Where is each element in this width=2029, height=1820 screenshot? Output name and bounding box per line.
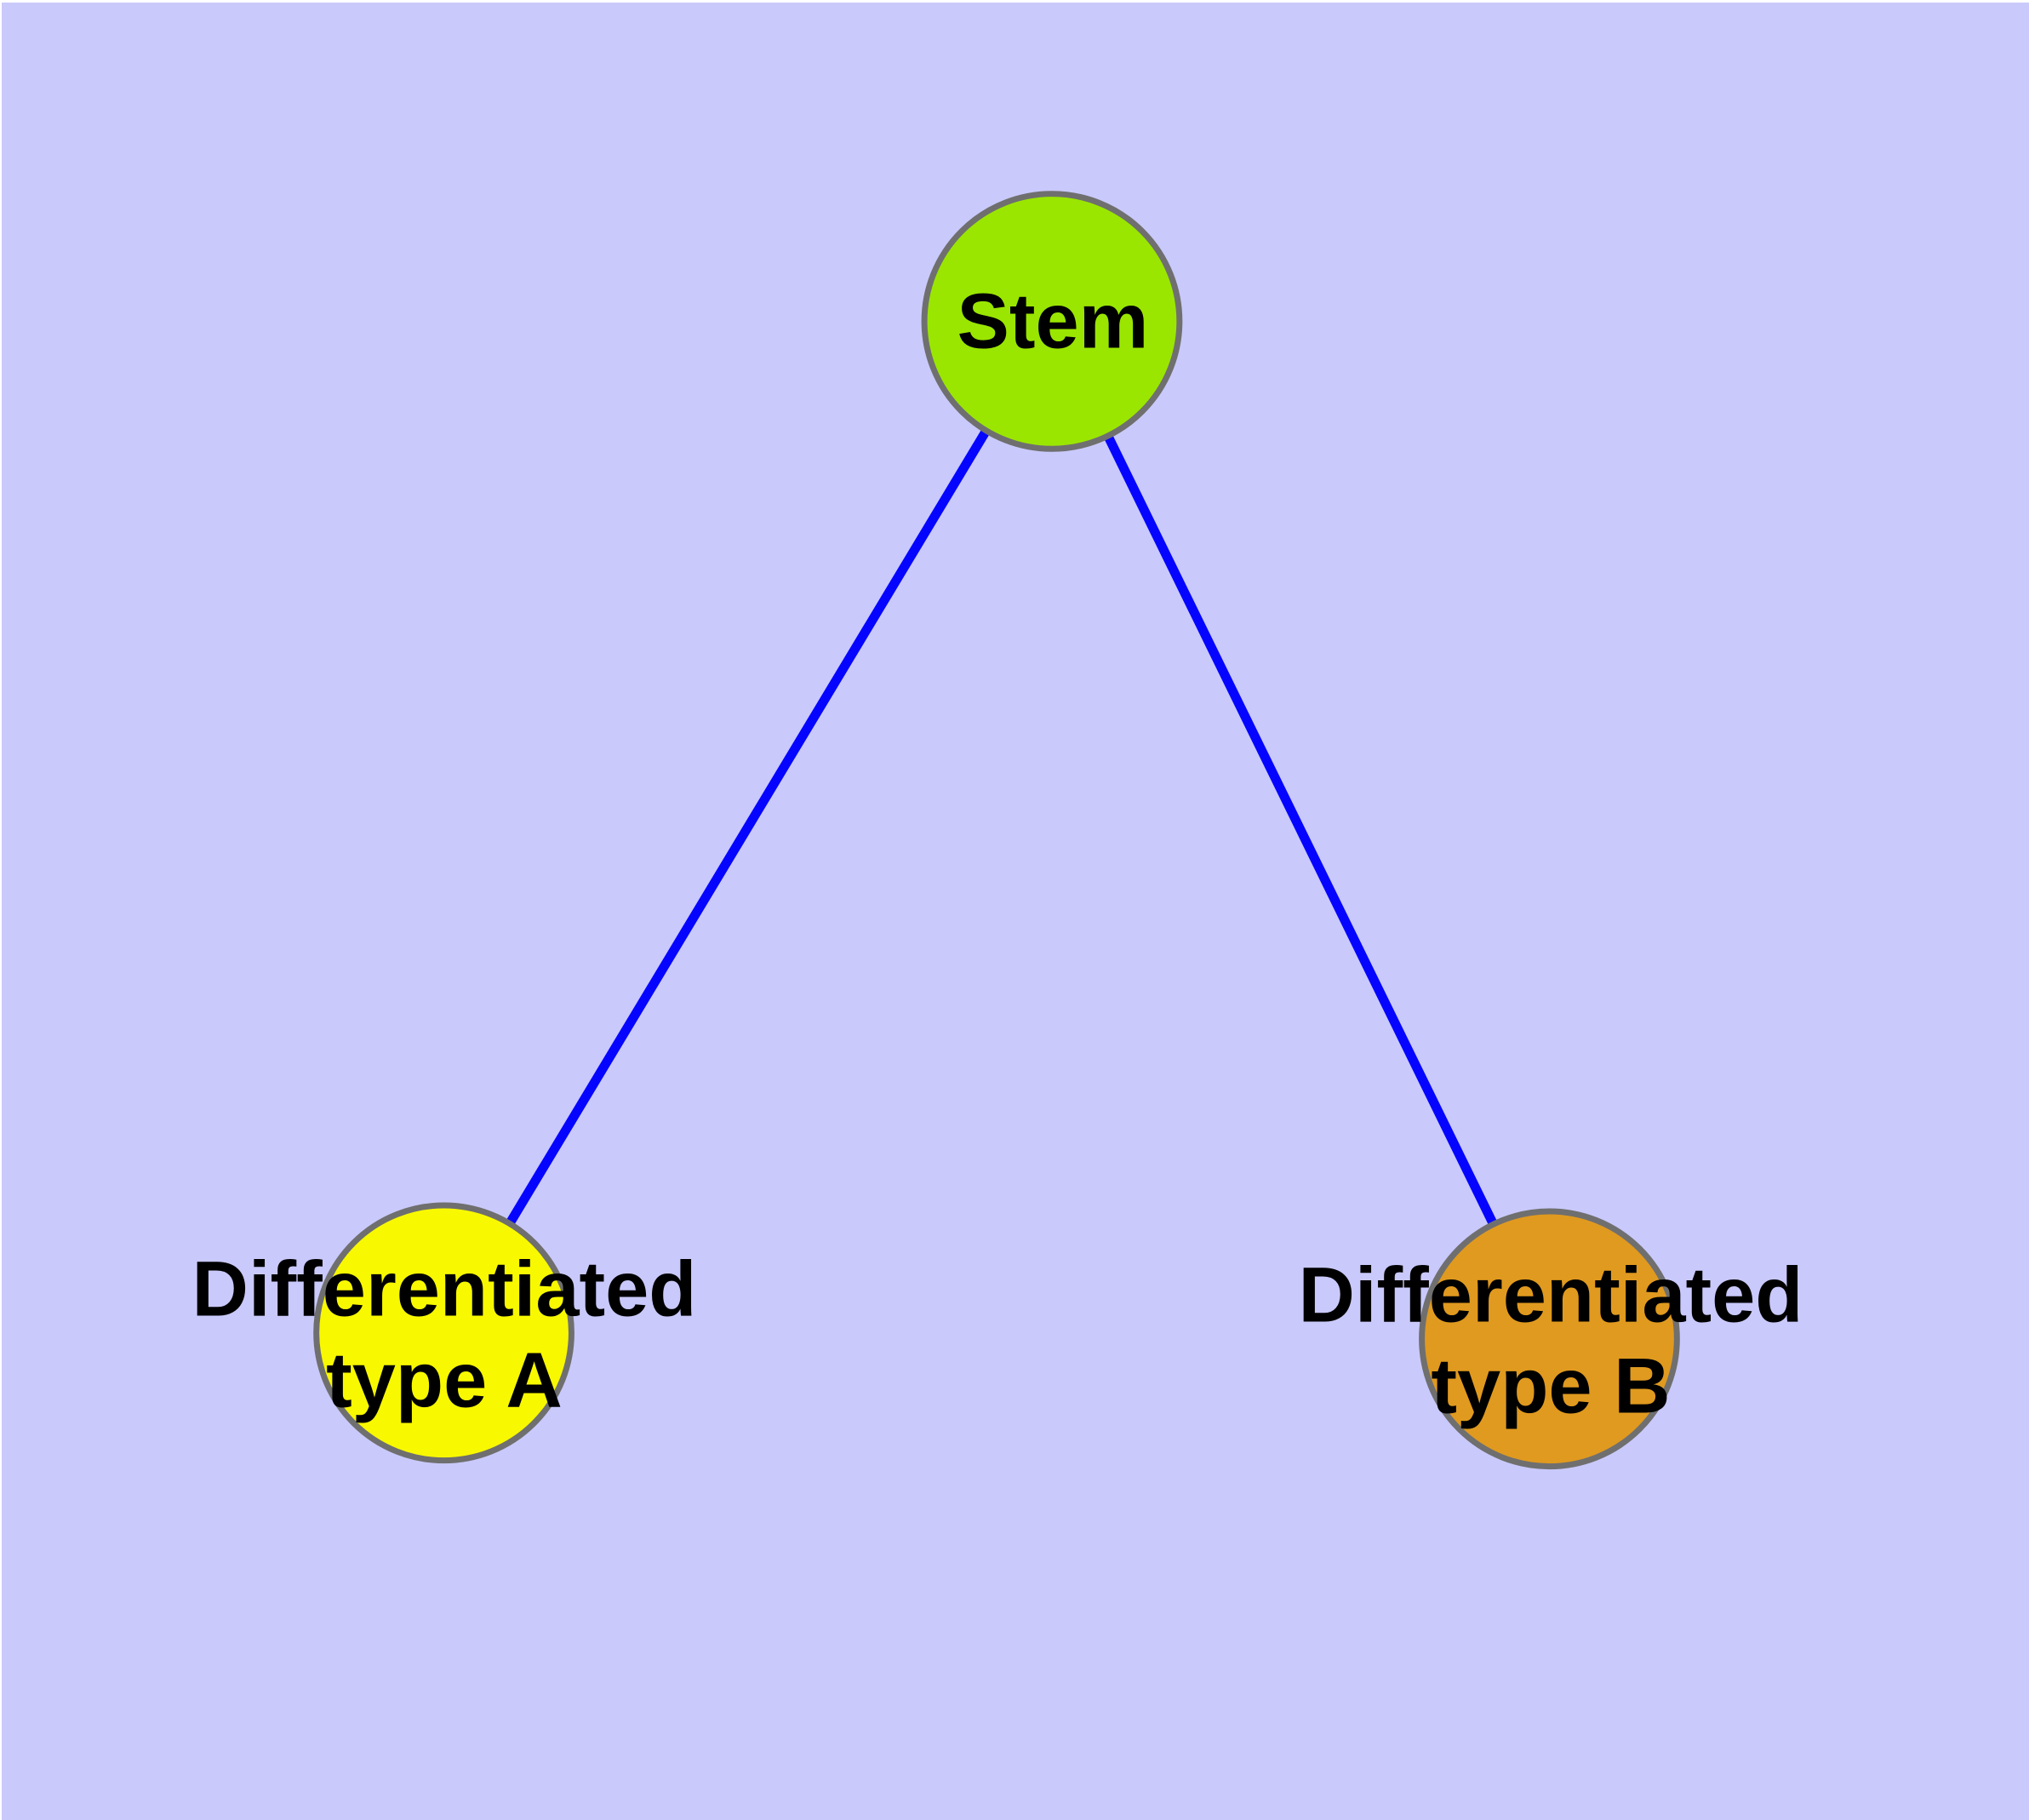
type-a-node-label: Differentiated type A <box>191 1245 697 1423</box>
edge-stem-to-type-b <box>1048 319 1554 1342</box>
type-b-node-label: Differentiated type B <box>1298 1251 1803 1429</box>
type-b-node-circle <box>1419 1208 1680 1470</box>
type-a-node-circle <box>313 1202 574 1464</box>
stem-node-circle <box>921 191 1183 452</box>
stem-node-label: Stem <box>957 278 1149 365</box>
edge-stem-to-type-a <box>439 318 1056 1336</box>
graph-svg <box>313 191 1680 1470</box>
